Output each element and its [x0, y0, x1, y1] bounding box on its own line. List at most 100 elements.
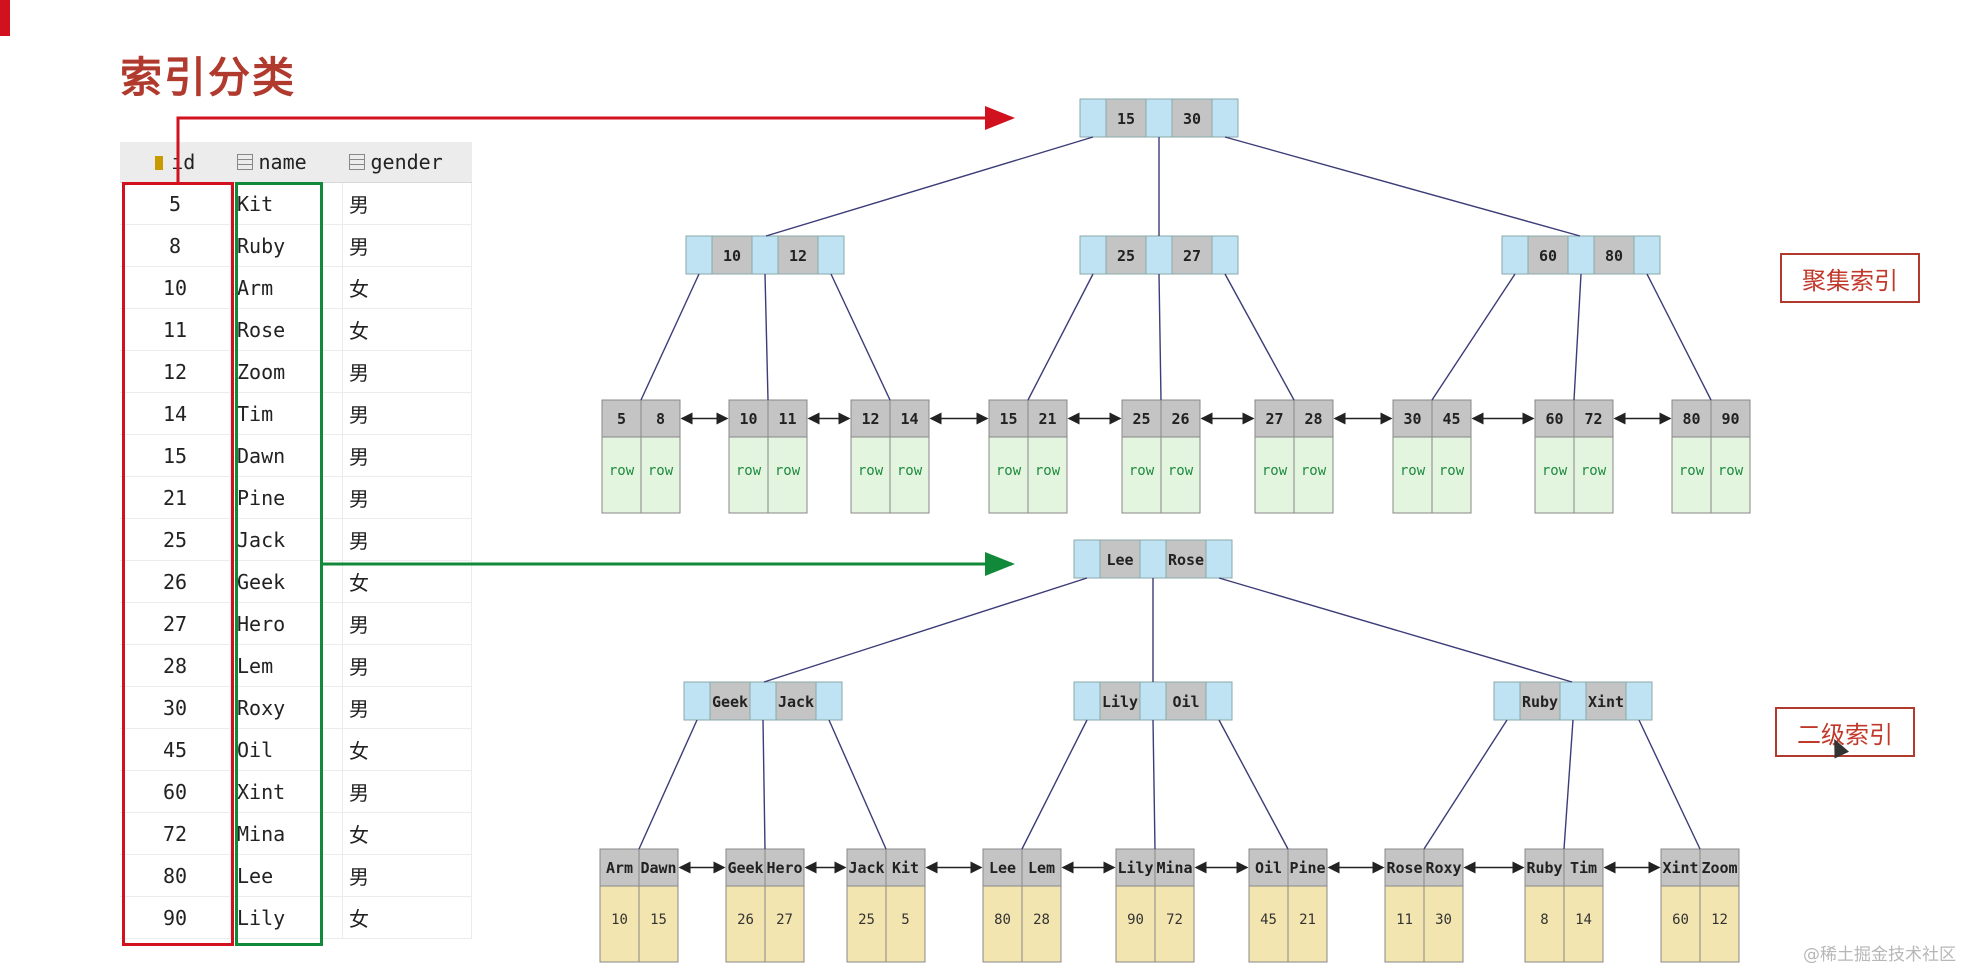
cell-id: 60	[120, 770, 231, 813]
clustered-leaf-node-value-label: row	[609, 463, 635, 479]
cell-id: 5	[120, 182, 231, 225]
secondary-index-label: 二级索引	[1775, 707, 1915, 757]
secondary-leaf-node-value	[764, 885, 805, 963]
column-header-id[interactable]: id	[120, 142, 231, 183]
secondary-leaf-node-key	[1248, 848, 1289, 887]
secondary-leaf-node-value-label: 60	[1672, 912, 1689, 928]
secondary-leaf-node-value-label: 21	[1299, 912, 1316, 928]
secondary-root-node-key	[1165, 539, 1207, 579]
secondary-internal-node-pointer	[1559, 681, 1587, 721]
tree-edge	[763, 577, 1088, 683]
secondary-internal-node-pointer	[815, 681, 843, 721]
cell-id: 27	[120, 602, 231, 645]
secondary-leaf-node-value	[1524, 885, 1565, 963]
cell-name: Hero	[230, 602, 343, 645]
clustered-leaf-node-value	[988, 436, 1029, 514]
clustered-leaf-node-key-label: 8	[656, 410, 665, 428]
secondary-internal-node-key-label: Ruby	[1522, 693, 1558, 711]
tree-edge	[1158, 273, 1162, 401]
clustered-leaf-node-value	[1671, 436, 1712, 514]
clustered-leaf-node-value-label: row	[1542, 463, 1568, 479]
secondary-root-node-key-label: Rose	[1168, 551, 1204, 569]
tree-edge	[1218, 577, 1573, 683]
clustered-leaf-node-key-label: 60	[1545, 410, 1563, 428]
cell-name: Geek	[230, 560, 343, 603]
secondary-leaf-node-key	[885, 848, 926, 887]
tree-edge	[830, 273, 891, 401]
cell-gender: 男	[342, 686, 472, 729]
clustered-internal-node-pointer	[1211, 235, 1239, 275]
clustered-leaf-node-key	[889, 399, 930, 438]
clustered-internal-node-key	[1527, 235, 1569, 275]
cell-gender: 女	[342, 896, 472, 939]
clustered-root-node-key	[1105, 98, 1147, 138]
clustered-leaf-node-key	[1293, 399, 1334, 438]
clustered-index-pointer-arrow	[176, 106, 1015, 184]
clustered-leaf-node-key	[1710, 399, 1751, 438]
clustered-leaf-node-value	[1121, 436, 1162, 514]
clustered-leaf-node-value-label: row	[996, 463, 1022, 479]
cell-name: Lem	[230, 644, 343, 687]
secondary-internal-node-key	[775, 681, 817, 721]
clustered-leaf-node-value-label: row	[736, 463, 762, 479]
clustered-leaf-node-key	[1573, 399, 1614, 438]
cell-gender: 男	[342, 350, 472, 393]
tree-edge	[1563, 719, 1574, 850]
clustered-leaf-node-key-label: 12	[861, 410, 879, 428]
clustered-leaf-node-key-label: 5	[617, 410, 626, 428]
clustered-leaf-node-key	[640, 399, 681, 438]
secondary-leaf-node-key	[599, 848, 640, 887]
cell-id: 11	[120, 308, 231, 351]
secondary-leaf-node-key-label: Ruby	[1526, 859, 1562, 877]
secondary-leaf-node-key-label: Oil	[1255, 859, 1282, 877]
secondary-internal-node-pointer	[1625, 681, 1653, 721]
cell-name: Rose	[230, 308, 343, 351]
clustered-leaf-node-key	[1431, 399, 1472, 438]
clustered-leaf-node-key-label: 30	[1403, 410, 1421, 428]
secondary-leaf-node-value-label: 90	[1127, 912, 1144, 928]
secondary-leaf-node-key	[764, 848, 805, 887]
secondary-internal-node-pointer	[1493, 681, 1521, 721]
clustered-leaf-node-key-label: 27	[1265, 410, 1283, 428]
secondary-leaf-node-value	[1423, 885, 1464, 963]
clustered-leaf-node-value	[640, 436, 681, 514]
secondary-leaf-node-key-label: Roxy	[1425, 859, 1461, 877]
clustered-internal-node-pointer	[685, 235, 713, 275]
secondary-leaf-node-value-label: 12	[1711, 912, 1728, 928]
clustered-leaf-node-value-label: row	[1301, 463, 1327, 479]
tree-edge	[765, 136, 1094, 237]
secondary-leaf-node-value	[1699, 885, 1740, 963]
cell-gender: 男	[342, 644, 472, 687]
secondary-leaf-node-value-label: 25	[858, 912, 875, 928]
column-header-name[interactable]: name	[230, 142, 343, 183]
column-header-gender[interactable]: gender	[342, 142, 472, 183]
clustered-internal-node-key-label: 25	[1117, 247, 1135, 265]
secondary-leaf-node-key-label: Rose	[1386, 859, 1422, 877]
cell-name: Dawn	[230, 434, 343, 477]
clustered-leaf-node-key-label: 10	[739, 410, 757, 428]
secondary-leaf-node-key	[725, 848, 766, 887]
clustered-leaf-node-key	[767, 399, 808, 438]
cell-gender: 男	[342, 518, 472, 561]
clustered-leaf-node-key	[850, 399, 891, 438]
tree-edge	[828, 719, 887, 850]
